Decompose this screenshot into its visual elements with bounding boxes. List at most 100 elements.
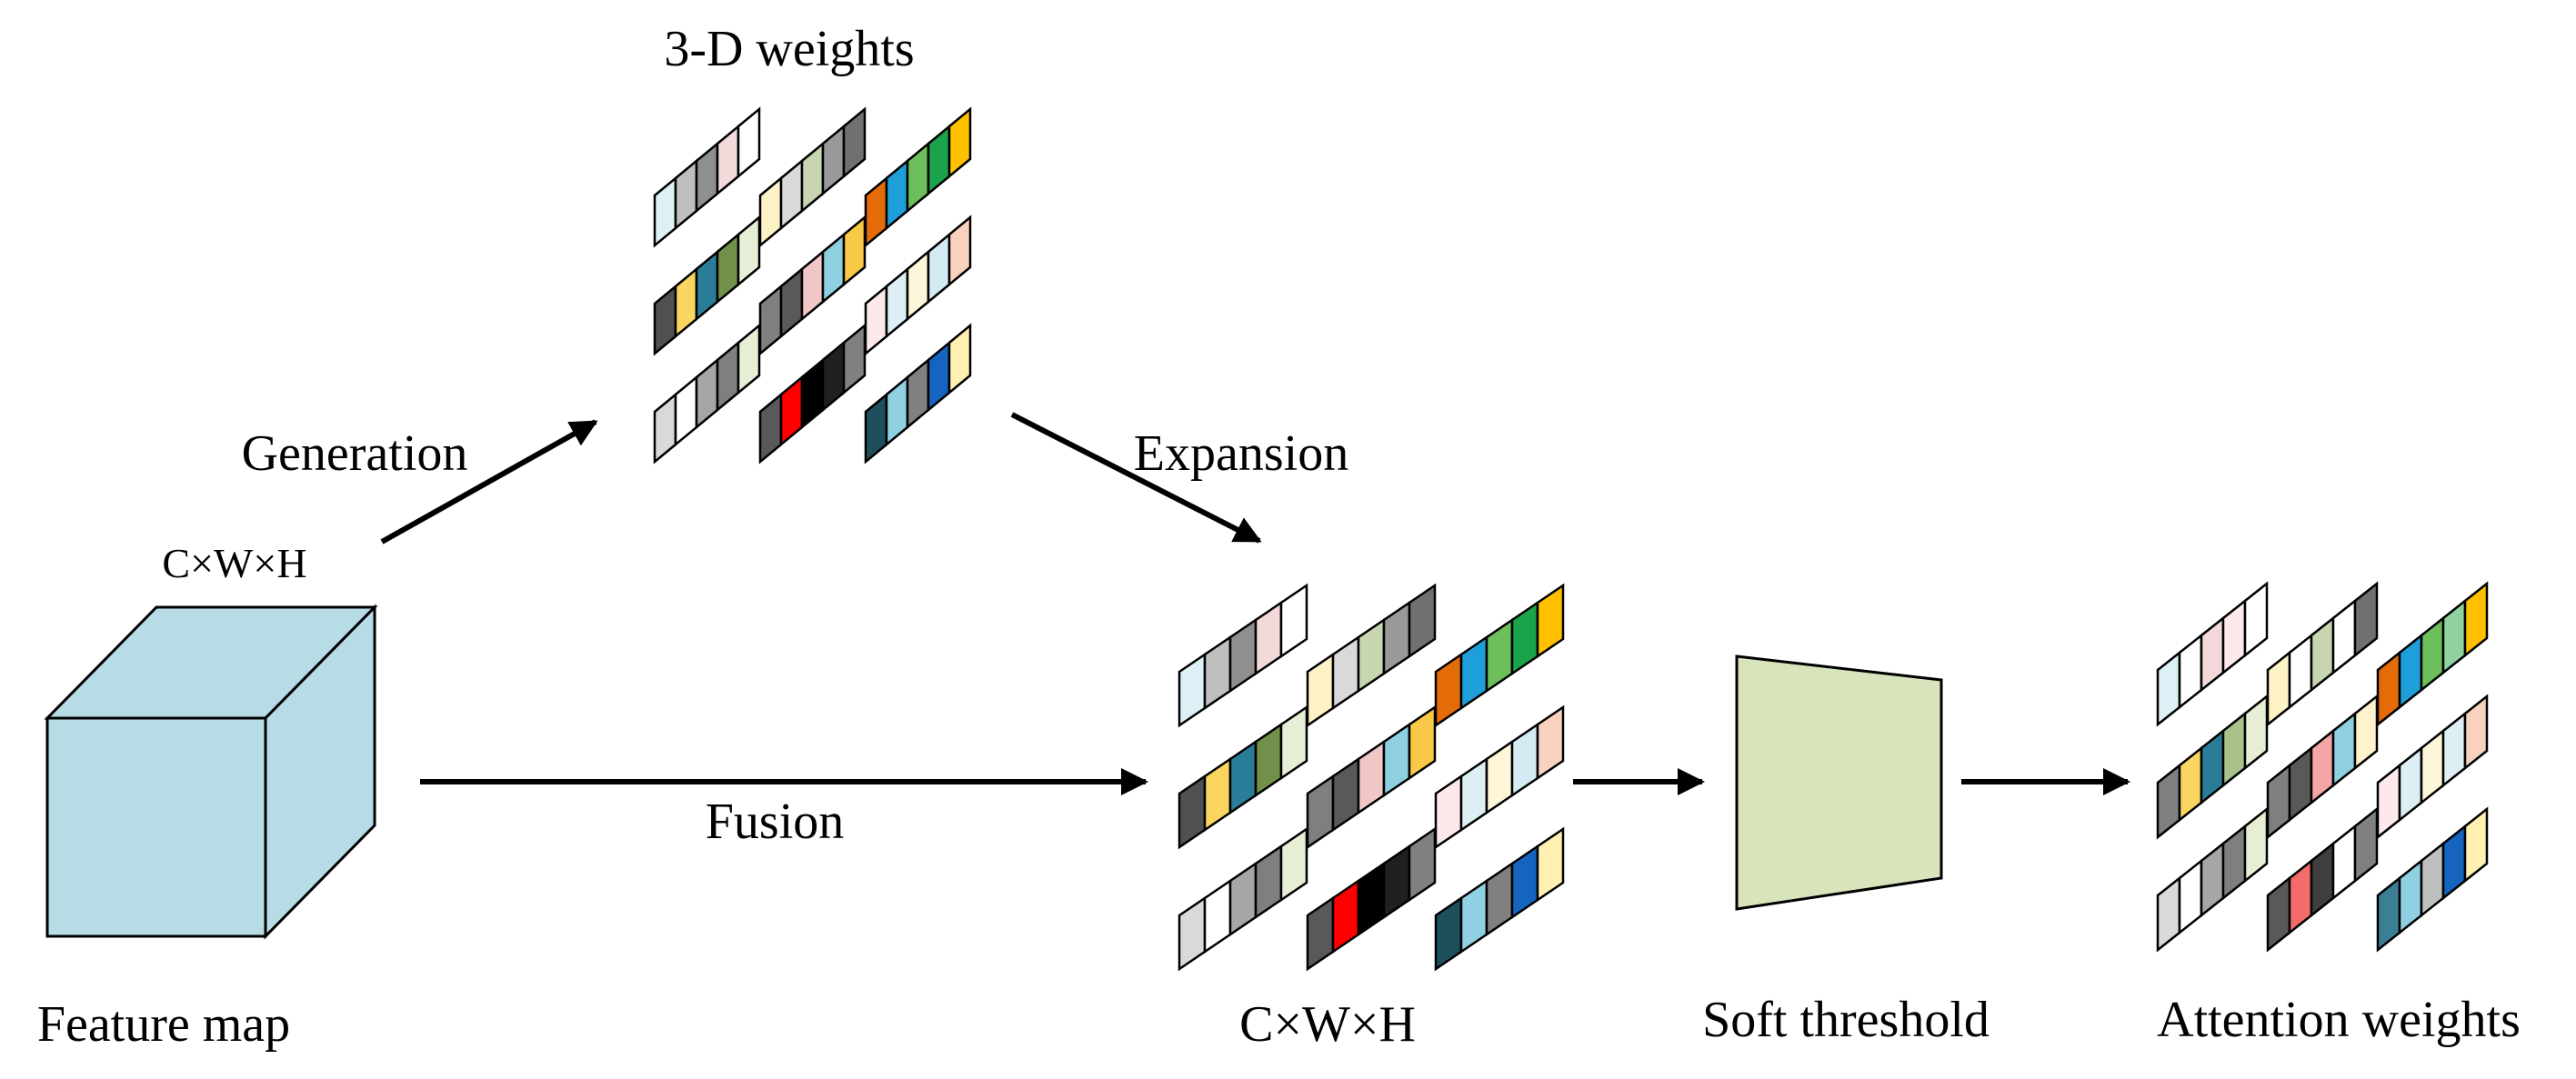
weight-strip <box>758 106 867 248</box>
weight-cell <box>674 375 698 447</box>
fused-cell <box>1203 756 1232 833</box>
attention-cell <box>2156 875 2181 953</box>
weight-cell <box>821 340 846 413</box>
attention-cell <box>2441 598 2467 675</box>
weight-cell <box>842 215 867 287</box>
attention-cell <box>2463 694 2489 771</box>
fused-cell <box>1536 704 1565 781</box>
weight-cell <box>821 232 846 305</box>
fused-cell <box>1434 652 1463 728</box>
weight-cell <box>779 158 804 231</box>
weight-cell <box>885 375 909 447</box>
attention-cell <box>2243 581 2269 658</box>
fused-cell <box>1536 826 1565 903</box>
attention-cell <box>2200 615 2225 693</box>
attention-cell <box>2221 598 2247 675</box>
weight-cell <box>800 357 825 430</box>
fused-cell <box>1254 722 1283 798</box>
attention-cell <box>2200 728 2225 805</box>
weight-cell <box>927 124 951 196</box>
attention-cell <box>2156 650 2181 727</box>
feature-map-label: Feature map <box>37 996 290 1053</box>
fused-cell <box>1228 861 1258 937</box>
fused-cell <box>1203 634 1232 711</box>
weight-strip <box>653 106 761 248</box>
weight-cell <box>737 215 761 287</box>
attention-cell <box>2398 858 2423 935</box>
weight-cell <box>927 232 951 305</box>
fused-cell <box>1485 617 1514 694</box>
attention-cell <box>2376 650 2401 727</box>
cube-front-face <box>45 716 267 938</box>
weight-strip <box>864 106 972 248</box>
weight-cell <box>800 249 825 322</box>
attention-cell <box>2420 728 2445 805</box>
attention-cell <box>2331 711 2357 788</box>
fused-cell <box>1459 634 1488 711</box>
weight-cell <box>674 266 698 339</box>
weight-cell <box>885 158 909 231</box>
fused-cell <box>1357 861 1386 937</box>
attention-cell <box>2331 824 2357 901</box>
attention-strip <box>2266 694 2379 840</box>
attention-weights-grid <box>2156 581 2489 953</box>
attention-cell <box>2156 763 2181 840</box>
weight-cell <box>779 266 804 339</box>
fused-cell <box>1357 617 1386 694</box>
weight-cell <box>695 357 719 430</box>
weight-cell <box>758 175 783 248</box>
3d-weights-grid <box>653 106 972 465</box>
attention-cell <box>2266 650 2291 727</box>
attention-cell <box>2288 858 2313 935</box>
fused-strip <box>1178 583 1308 728</box>
fused-cell <box>1306 652 1335 728</box>
feature-map-cube <box>44 604 378 940</box>
attention-cell <box>2221 824 2247 901</box>
soft-threshold-block <box>1735 654 1943 911</box>
fused-cell <box>1536 583 1565 659</box>
fused-cell <box>1203 878 1232 954</box>
fused-cell <box>1382 844 1411 920</box>
fused-cell <box>1408 826 1437 903</box>
fused-cell <box>1331 634 1360 711</box>
weight-cell <box>927 340 951 413</box>
weight-strip <box>864 215 972 356</box>
attention-cell <box>2441 711 2467 788</box>
weight-cell <box>737 106 761 179</box>
attention-cell <box>2178 745 2203 823</box>
attention-cell <box>2463 806 2489 884</box>
attention-cell <box>2178 633 2203 710</box>
fused-cell <box>1510 600 1539 676</box>
weight-cell <box>779 375 804 447</box>
fused-dimensions-label: C×W×H <box>1239 996 1416 1053</box>
attention-strip <box>2156 581 2269 727</box>
fused-cell <box>1331 756 1360 833</box>
fused-cell <box>1382 600 1411 676</box>
weight-strip <box>864 323 972 465</box>
fused-cell <box>1254 600 1283 676</box>
weight-cell <box>864 392 888 465</box>
attention-strip <box>2376 694 2489 840</box>
attention-cell <box>2243 806 2269 884</box>
fused-cell <box>1434 895 1463 972</box>
expansion-arrow <box>1010 412 1262 544</box>
fused-cell <box>1459 756 1488 833</box>
weight-cell <box>864 175 888 248</box>
weight-cell <box>821 124 846 196</box>
fused-cell <box>1306 774 1335 850</box>
attention-cell <box>2310 841 2335 918</box>
fused-cell <box>1178 774 1207 850</box>
fused-cell <box>1357 739 1386 815</box>
attention-strip <box>2266 806 2379 953</box>
attention-cell <box>2200 841 2225 918</box>
fused-cell <box>1459 878 1488 954</box>
attention-strip <box>2156 806 2269 953</box>
weight-cell <box>947 106 972 179</box>
attention-cell <box>2420 841 2445 918</box>
attention-cell <box>2376 875 2401 953</box>
attention-cell <box>2266 875 2291 953</box>
fused-cell <box>1178 652 1207 728</box>
fused-cell <box>1408 704 1437 781</box>
weight-cell <box>653 284 677 356</box>
